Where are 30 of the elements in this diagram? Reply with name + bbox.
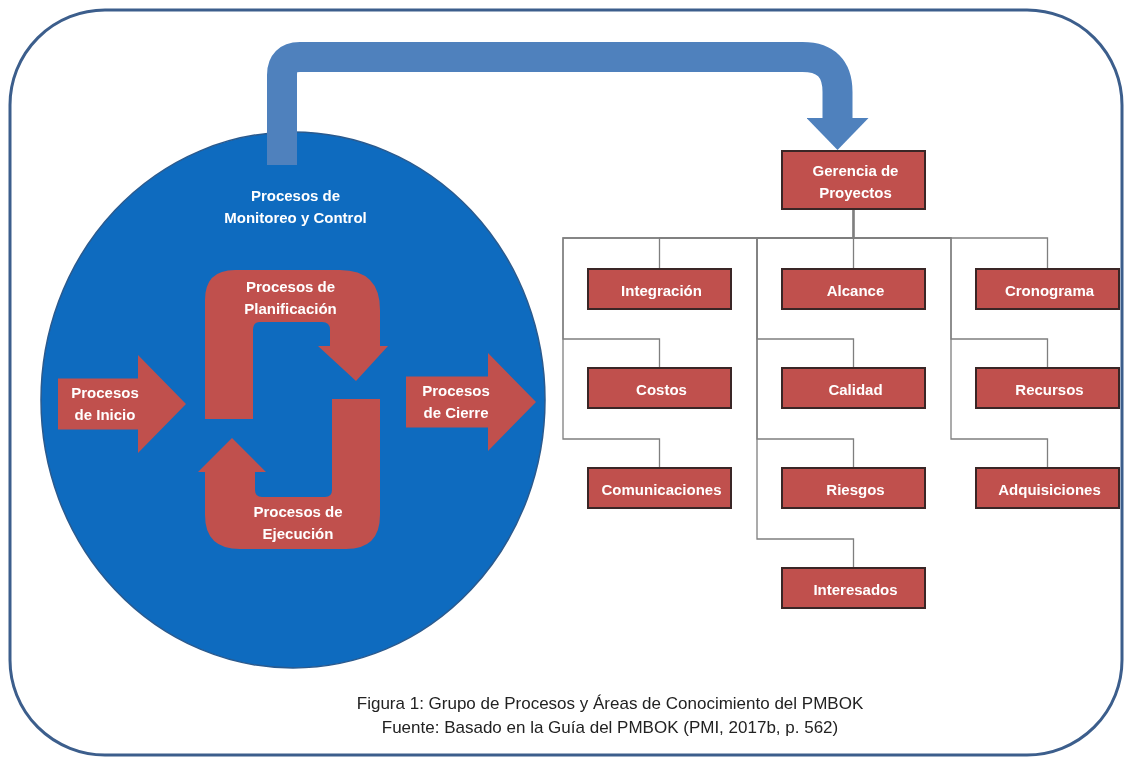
process-box <box>975 268 1120 310</box>
box-label: Cronograma <box>1004 281 1095 302</box>
process-box <box>781 567 926 609</box>
box-label: Costos <box>636 380 687 401</box>
process-box <box>781 367 926 409</box>
box-label: Riesgos <box>826 480 885 501</box>
source-note: Fuente: Basado en la Guía del PMBOK (PMI, 2017b, p. 562) <box>380 718 840 738</box>
figure-caption: Figura 1: Grupo de Procesos y Áreas de Conocimiento del PMBOK <box>355 694 865 714</box>
process-box <box>587 467 732 509</box>
arrow-label: Procesos de Cierre <box>421 381 491 423</box>
arrow-label: Procesos de Inicio <box>70 383 140 425</box>
box-label: Recursos <box>1015 380 1084 401</box>
process-box <box>781 150 926 210</box>
box-label: Alcance <box>826 281 885 302</box>
box-label: Comunicaciones <box>601 480 722 501</box>
process-box <box>587 367 732 409</box>
box-label: Integración <box>621 281 702 302</box>
process-box <box>781 467 926 509</box>
box-label: Adquisiciones <box>998 480 1101 501</box>
box-label: Calidad <box>828 380 883 401</box>
arrow-label: Procesos de Ejecución <box>252 502 344 544</box>
flow-arrow <box>267 42 869 165</box>
process-box <box>975 467 1120 509</box>
process-box <box>781 268 926 310</box>
process-box <box>975 367 1120 409</box>
arrow-label: Procesos de Planificación <box>243 277 338 319</box>
box-label: Gerencia de Proyectos <box>811 161 900 203</box>
circle-heading: Procesos de Monitoreo y Control <box>223 186 368 228</box>
box-label: Interesados <box>813 580 898 601</box>
process-box <box>587 268 732 310</box>
